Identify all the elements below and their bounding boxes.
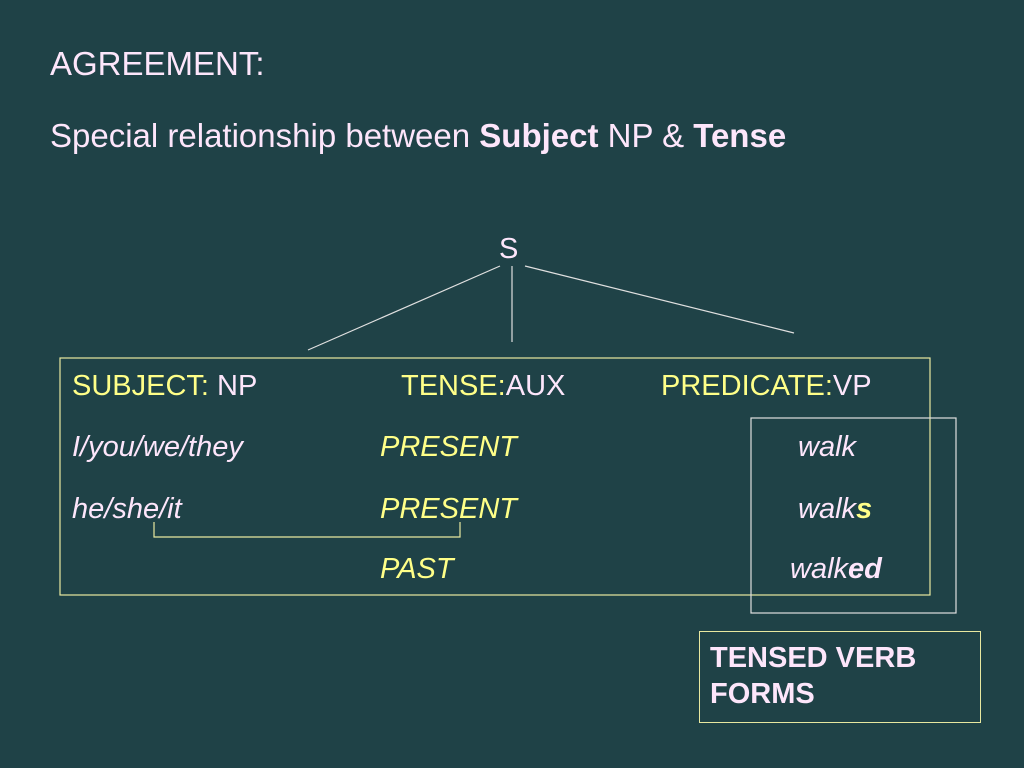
subtitle-tense: Tense [693,117,787,154]
predicate-category: VP [832,370,872,402]
tense-category: AUX [505,370,566,402]
subtitle-mid: NP & [598,117,694,154]
row2-subject: he/she/it [72,493,182,525]
tense-label: TENSE: [401,370,506,402]
header-predicate: PREDICATE:VP [661,370,872,403]
row3-verb-stem: walk [790,553,849,585]
row1-verb: walk [798,431,856,464]
callout-line2: FORMS [710,678,815,710]
row2-verb: walks [798,493,872,526]
tree-root-s: S [499,233,519,265]
tree-branch-right [524,265,795,334]
row1-subject: I/you/we/they [72,431,243,463]
row2-tense: PRESENT [380,493,517,525]
subject-label: SUBJECT: [72,370,209,402]
subtitle-subject: Subject [479,117,599,154]
row3-verb: walked [790,553,882,586]
subtitle-text: Special relationship between [50,117,480,154]
tensed-verb-forms-callout: TENSED VERB FORMS [699,631,981,723]
row2-verb-stem: walk [798,493,857,525]
row2-verb-suffix: s [856,493,873,525]
subject-category: NP [208,370,258,402]
agreement-connector [153,522,461,538]
row1-tense: PRESENT [380,431,517,463]
header-tense: TENSE:AUX [401,370,565,403]
tree-branch-left [307,265,501,351]
row1-verb-stem: walk [798,431,857,463]
row3-tense: PAST [380,553,454,585]
callout-line1: TENSED VERB [710,642,917,674]
agreement-table-border [59,357,931,596]
predicate-label: PREDICATE: [661,370,833,402]
verb-forms-box [750,417,957,614]
header-subject: SUBJECT: NP [72,370,257,403]
row3-verb-suffix: ed [848,553,882,585]
slide-title: AGREEMENT: [50,45,265,82]
slide-subtitle: Special relationship between Subject NP … [50,117,786,155]
